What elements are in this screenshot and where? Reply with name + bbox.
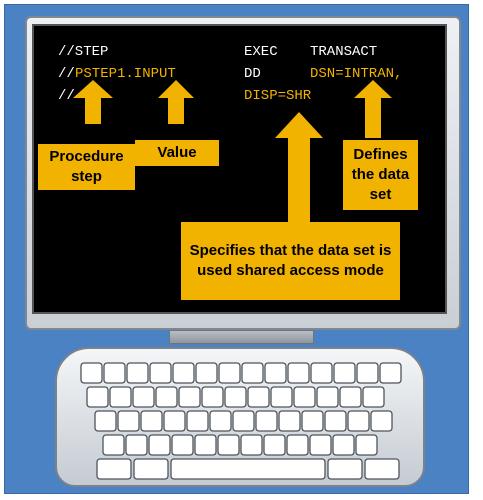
arrows-layer: [73, 80, 392, 224]
keyboard-key: [286, 434, 309, 456]
terminal-screen: //STEP EXEC TRANSACT // PSTEP1.INPUT DD …: [32, 24, 447, 314]
code-line2-procedure-step: PSTEP1.INPUT: [75, 66, 176, 82]
keyboard-key: [186, 410, 209, 432]
keyboard-key: [149, 362, 172, 384]
up-arrow-icon: [354, 80, 392, 138]
keyboard-key: [333, 362, 356, 384]
up-arrow-icon: [158, 80, 194, 124]
keyboard-key: [264, 362, 287, 384]
keyboard-key: [355, 434, 378, 456]
keyboard-key: [362, 386, 385, 408]
keyboard-key: [379, 362, 402, 384]
up-arrow-icon: [275, 112, 323, 224]
keyboard-key: [217, 434, 240, 456]
keyboard-key: [247, 386, 270, 408]
keyboard-key: [316, 386, 339, 408]
keyboard-icon: [55, 347, 425, 487]
keyboard-key: [133, 458, 169, 480]
code-line2-prefix: //: [58, 66, 75, 82]
keyboard-key: [293, 386, 316, 408]
keyboard-key: [327, 458, 363, 480]
keyboard-key: [218, 362, 241, 384]
keyboard-key: [148, 434, 171, 456]
keyboard-key: [195, 362, 218, 384]
code-line2-dd: DD: [244, 66, 261, 82]
keyboard-key: [163, 410, 186, 432]
keyboard-key: [80, 362, 103, 384]
keyboard-key: [356, 362, 379, 384]
procedure-step-callout: Procedure step: [38, 144, 135, 190]
keyboard-key: [240, 434, 263, 456]
keyboard-key: [310, 362, 333, 384]
keyboard-key: [309, 434, 332, 456]
up-arrow-icon: [73, 80, 113, 124]
code-line1-step: //STEP: [58, 44, 109, 60]
keyboard-key: [194, 434, 217, 456]
keyboard-keys: [80, 362, 402, 480]
keyboard-key: [102, 434, 125, 456]
keyboard-key: [370, 410, 393, 432]
keyboard-key: [126, 362, 149, 384]
keyboard-key: [339, 386, 362, 408]
code-line2-dsn: DSN=INTRAN,: [310, 66, 403, 82]
code-line1-transact: TRANSACT: [310, 44, 378, 60]
keyboard-key: [117, 410, 140, 432]
keyboard-key: [209, 410, 232, 432]
code-line3-disp: DISP=SHR: [244, 88, 312, 104]
code-line3-prefix: //: [58, 88, 75, 104]
keyboard-key: [103, 362, 126, 384]
keyboard-key: [332, 434, 355, 456]
keyboard-key: [364, 458, 400, 480]
keyboard-key: [125, 434, 148, 456]
defines-callout: Defines the data set: [343, 140, 418, 210]
value-callout: Value: [135, 140, 219, 166]
keyboard-key: [155, 386, 178, 408]
keyboard-key: [232, 410, 255, 432]
keyboard-key: [301, 410, 324, 432]
keyboard-key: [347, 410, 370, 432]
keyboard-key: [241, 362, 264, 384]
keyboard-key: [140, 410, 163, 432]
keyboard-key: [255, 410, 278, 432]
keyboard-key: [324, 410, 347, 432]
keyboard-key: [263, 434, 286, 456]
keyboard-key: [178, 386, 201, 408]
keyboard-key: [278, 410, 301, 432]
keyboard-key: [224, 386, 247, 408]
code-line1-exec: EXEC: [244, 44, 278, 60]
keyboard-key: [109, 386, 132, 408]
keyboard-key: [287, 362, 310, 384]
keyboard-key: [171, 434, 194, 456]
keyboard-key: [132, 386, 155, 408]
keyboard-key: [96, 458, 132, 480]
monitor-stand: [169, 330, 314, 344]
keyboard-key: [270, 386, 293, 408]
specifies-callout: Specifies that the data set is used shar…: [181, 222, 400, 300]
keyboard-key: [172, 362, 195, 384]
keyboard-spacebar: [170, 458, 326, 480]
keyboard-key: [94, 410, 117, 432]
keyboard-key: [86, 386, 109, 408]
keyboard-key: [201, 386, 224, 408]
